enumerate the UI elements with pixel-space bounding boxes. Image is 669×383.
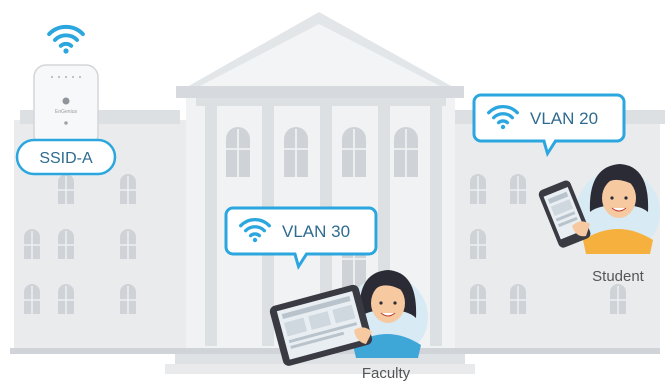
brand-logo-icon (62, 97, 70, 105)
ap-brand-text: EnGenius (55, 109, 77, 115)
vlan-30-label: VLAN 30 (282, 222, 350, 241)
student-user[interactable]: Student (537, 164, 660, 285)
access-point[interactable]: EnGenius (33, 24, 99, 148)
vlan-20-label: VLAN 20 (530, 109, 598, 128)
tablet-icon (269, 284, 373, 366)
ssid-badge[interactable]: SSID-A (15, 138, 117, 176)
wifi-icon (47, 24, 85, 56)
faculty-user[interactable]: Faculty (269, 270, 428, 382)
student-label: Student (592, 268, 645, 285)
ssid-label: SSID-A (39, 150, 93, 167)
faculty-label: Faculty (362, 365, 411, 382)
vlan-20-bubble[interactable]: VLAN 20 (472, 93, 626, 157)
vlan-30-bubble[interactable]: VLAN 30 (224, 206, 378, 270)
